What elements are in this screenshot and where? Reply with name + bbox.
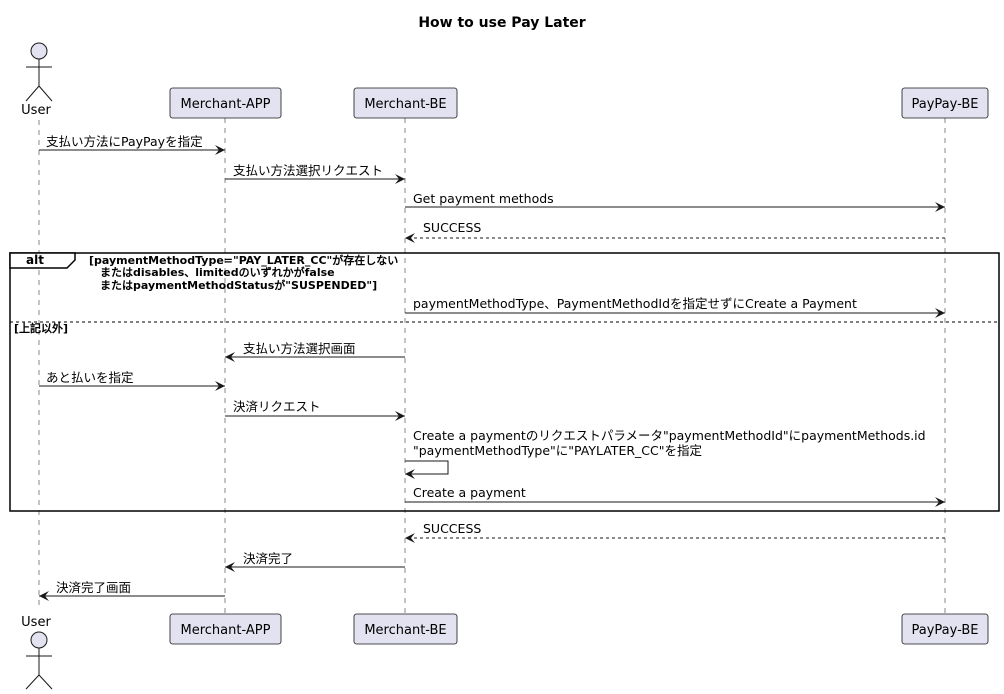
participant-paypay-be-top: PayPay-BE	[901, 87, 989, 119]
participant-merchant-be-bottom: Merchant-BE	[353, 613, 458, 645]
message-label: 決済リクエスト	[233, 399, 321, 414]
message-label: SUCCESS	[423, 220, 481, 235]
alt-condition-line3: またはpaymentMethodStatusが"SUSPENDED"]	[100, 278, 377, 292]
actor-head-icon	[30, 42, 48, 60]
actor-label-user-bottom: User	[21, 615, 51, 630]
message-label-line1: Create a paymentのリクエストパラメータ"paymentMetho…	[413, 428, 926, 443]
message-label: 支払い方法選択リクエスト	[233, 163, 383, 178]
message-label: 決済完了画面	[56, 580, 131, 595]
message-label-line2: "paymentMethodType"に"PAYLATER_CC"を指定	[413, 443, 702, 458]
message-label: あと払いを指定	[46, 370, 134, 385]
actor-head-icon	[30, 631, 48, 649]
message-label: 支払い方法選択画面	[243, 341, 356, 356]
alt-label: alt	[26, 253, 44, 267]
alt-fragment: alt [paymentMethodType="PAY_LATER_CC"が存在…	[9, 252, 1000, 512]
participant-label: Merchant-APP	[181, 623, 271, 638]
participant-merchant-app-bottom: Merchant-APP	[169, 613, 282, 645]
participant-merchant-app-top: Merchant-APP	[169, 87, 282, 119]
alt-condition-line1: [paymentMethodType="PAY_LATER_CC"が存在しない	[89, 253, 398, 267]
participant-label: Merchant-BE	[364, 623, 446, 638]
participant-merchant-be-top: Merchant-BE	[353, 87, 458, 119]
message-label: 決済完了	[243, 551, 293, 566]
participant-label: PayPay-BE	[912, 623, 979, 638]
self-message-arrow	[405, 460, 449, 479]
message-label: paymentMethodType、PaymentMethodIdを指定せずにC…	[413, 296, 857, 311]
message-label: Create a payment	[413, 485, 526, 500]
message-label: Get payment methods	[413, 191, 554, 206]
actor-label-user-top: User	[21, 103, 51, 118]
participant-label: PayPay-BE	[912, 97, 979, 112]
participant-label: Merchant-BE	[364, 97, 446, 112]
alt-condition-line2: またはdisables、limitedのいずれかがfalse	[100, 265, 335, 279]
actor-user-top: User	[21, 42, 53, 118]
diagram-title: How to use Pay Later	[418, 15, 585, 31]
message-label: SUCCESS	[423, 521, 481, 536]
message-label: 支払い方法にPayPayを指定	[46, 134, 203, 149]
participant-label: Merchant-APP	[181, 97, 271, 112]
alt-else-condition: [上記以外]	[14, 321, 68, 335]
participant-paypay-be-bottom: PayPay-BE	[901, 613, 989, 645]
actor-user-bottom: User	[21, 615, 53, 690]
